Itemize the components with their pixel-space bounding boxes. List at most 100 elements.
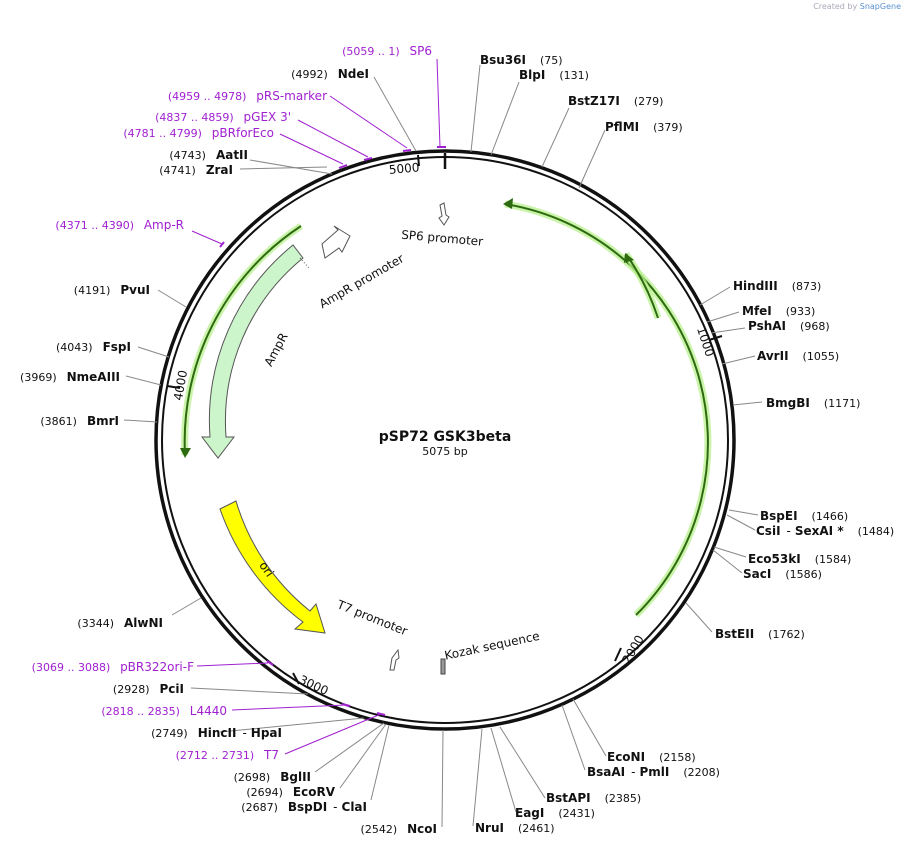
leader-pvui: [157, 289, 187, 308]
tick-label-4000: 4000: [171, 369, 190, 402]
primer-leader-pgex: [297, 119, 369, 158]
leader-bmri: [123, 419, 158, 423]
leader-hincii: [219, 717, 365, 733]
enzyme-name-bstapi: BstAPI: [546, 791, 591, 805]
enzyme-pos-bsu36i: (75): [540, 54, 563, 67]
leader-nmeaiii: [125, 375, 162, 386]
enzyme-name-hpai: HpaI: [251, 726, 282, 740]
enzyme-label-eco53ki: Eco53kI(1584): [748, 552, 851, 566]
primer-leaders: [191, 58, 441, 755]
leader-bspei: [728, 509, 759, 516]
enzyme-label-csii-sexai: CsiI-SexAI *(1484): [756, 524, 894, 538]
enzyme-name-csii: CsiI: [756, 524, 781, 538]
ori-feature-arrow: [219, 500, 326, 634]
enzyme-leaders: [123, 64, 763, 828]
primer-mark-pbr322: [266, 660, 274, 666]
enzyme-pos-zrai: (4741): [159, 164, 196, 177]
tick-4000: [166, 385, 181, 389]
enzyme-pos-pflmi: (379): [653, 121, 683, 134]
enzyme-label-bstz17i: BstZ17I(279): [568, 94, 663, 108]
enzyme-label-nrui: NruI(2461): [475, 821, 555, 835]
leader-hindiii: [699, 286, 731, 306]
orf-inner-arrowhead: [624, 253, 634, 263]
primer-leader-prs: [329, 95, 408, 149]
enzyme-label-hindiii: HindIII(873): [733, 279, 821, 293]
snapgene-credit: Created by SnapGene: [813, 2, 901, 11]
leader-aatii: [249, 159, 333, 175]
enzyme-label-mfei: MfeI(933): [742, 304, 815, 318]
primer-label-pgex: (4837 .. 4859) pGEX 3': [155, 110, 291, 124]
primer-mark-ampr: [219, 241, 225, 248]
leader-pcii: [190, 687, 309, 695]
enzyme-pos-nmeaiii: (3969): [20, 371, 57, 384]
credit-prefix: Created by: [813, 2, 858, 11]
enzyme-name-aatii: AatII: [216, 148, 248, 162]
enzyme-name-bspdi: BspDI: [288, 800, 327, 814]
orf-outer-arrowhead: [503, 198, 513, 209]
leader-bspdi: [370, 724, 390, 801]
enzyme-pos-nrui: (2461): [518, 822, 555, 835]
primer-name-pbrforeco: pBRforEco: [212, 126, 274, 140]
tick-5000: [417, 154, 420, 167]
primer-mark-prs: [402, 149, 412, 152]
enzyme-pos-alwni: (3344): [77, 617, 114, 630]
enzyme-label-ecorv: (2694)EcoRV: [246, 785, 335, 799]
enzyme-pos-hincii: (2749): [151, 727, 188, 740]
primer-label-sp6: (5059 .. 1) SP6: [342, 44, 432, 58]
primer-leader-t7: [284, 713, 382, 755]
enzyme-pos-econi: (2158): [659, 751, 696, 764]
plasmid-name: pSP72 GSK3beta: [379, 429, 512, 445]
enzyme-pos-pshai: (968): [800, 320, 830, 333]
primer-range-t7: (2712 .. 2731): [176, 749, 255, 762]
leader-fspi: [137, 346, 170, 358]
leader-econi: [572, 698, 607, 757]
enzyme-pos-eagi: (2431): [558, 807, 595, 820]
enzyme-label-avrii: AvrII(1055): [757, 349, 839, 363]
enzyme-pos-bsaai: (2208): [683, 766, 720, 779]
ampr-dotted-mark: [299, 257, 310, 269]
primer-range-pgex: (4837 .. 4859): [155, 111, 234, 124]
leader-csii: [726, 514, 756, 531]
orf-outer-line: [504, 203, 709, 616]
enzyme-pos-bspdi: (2687): [241, 801, 278, 814]
leader-avrii: [721, 355, 756, 365]
enzyme-name-bsaai: BsaAI: [587, 765, 625, 779]
enzyme-name-pcii: PciI: [160, 682, 185, 696]
primer-range-pbr322: (3069 .. 3088): [32, 661, 111, 674]
plasmid-size: 5075 bp: [422, 445, 467, 458]
primer-range-prs: (4959 .. 4978): [168, 90, 247, 103]
enzyme-name-alwni: AlwNI: [124, 616, 163, 630]
enzyme-name-pmli: PmlI: [639, 765, 669, 779]
enzyme-label-bsteii: BstEII(1762): [715, 627, 805, 641]
enzyme-pos-mfei: (933): [786, 305, 816, 318]
enzyme-name-fspi: FspI: [103, 340, 131, 354]
enzyme-label-eagi: EagI(2431): [515, 806, 595, 820]
enzyme-label-bsaai-pmli: BsaAI-PmlI(2208): [587, 765, 720, 779]
primer-mark-pbrforeco: [338, 164, 348, 169]
enzyme-name-eco53ki: Eco53kI: [748, 552, 801, 566]
tick-2000: [614, 647, 622, 662]
enzyme-label-hincii-hpai: (2749)HincII-HpaI: [151, 726, 282, 740]
enzyme-label-bspei: BspEI(1466): [760, 509, 848, 523]
enzyme-name-bglii: BglII: [280, 770, 311, 784]
enzyme-sep-hincii: -: [242, 726, 246, 740]
leader-zrai: [239, 166, 328, 170]
enzyme-name-bspei: BspEI: [760, 509, 798, 523]
primer-label-prs: (4959 .. 4978) pRS-marker: [168, 89, 327, 103]
enzyme-label-ncoi: (2542)NcoI: [361, 822, 437, 836]
enzyme-name-pflmi: PflMI: [605, 120, 639, 134]
enzyme-label-bsu36i: Bsu36I(75): [480, 53, 563, 67]
leader-pflmi: [578, 129, 606, 189]
tick-label-3000: 3000: [297, 673, 331, 699]
enzyme-label-bstapi: BstAPI(2385): [546, 791, 641, 805]
leader-alwni: [171, 597, 202, 616]
enzyme-label-pflmi: PflMI (379): [605, 120, 683, 134]
ampr-promoter-label: AmpR promoter: [317, 251, 407, 311]
enzyme-label-bmgbi: BmgBI(1171): [766, 396, 860, 410]
primer-mark-pgex: [363, 157, 373, 161]
enzyme-name-ndei: NdeI: [338, 67, 369, 81]
enzyme-labels-right: Bsu36I(75) BlpI(131) BstZ17I(279) PflMI(…: [475, 53, 894, 835]
t7-promoter-label: T7 promoter: [334, 597, 409, 638]
enzyme-name-ecorv: EcoRV: [293, 785, 336, 799]
enzyme-pos-blpi: (131): [559, 69, 589, 82]
